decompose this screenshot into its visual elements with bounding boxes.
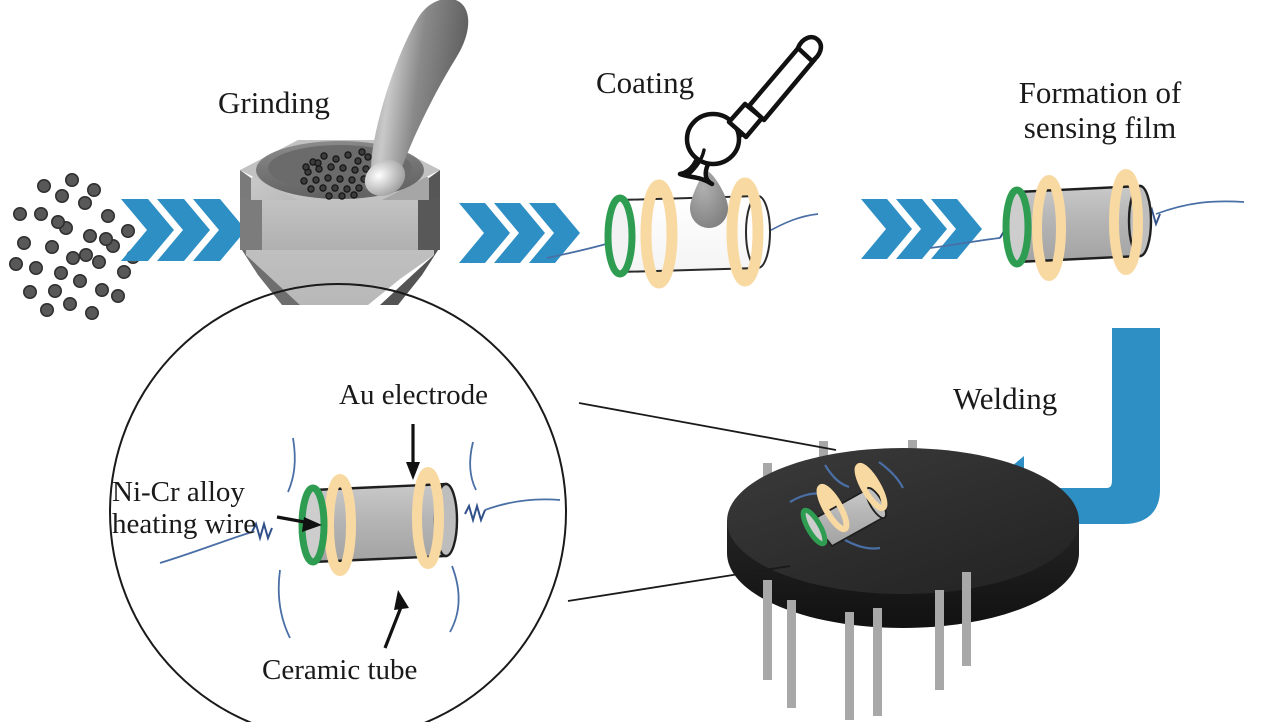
nicr-line-1: Ni-Cr alloy — [112, 476, 245, 508]
sensor-base-assembly — [727, 440, 1079, 720]
step-label-formation: Formation of sensing film — [1000, 75, 1200, 145]
formation-line-2: sensing film — [1023, 109, 1177, 145]
callout-label-au-electrode: Au electrode — [339, 379, 488, 411]
mortar-and-pestle — [240, 0, 469, 305]
step-label-coating: Coating — [596, 65, 695, 100]
chevron-group-2 — [459, 203, 580, 263]
callout-label-ni-cr-wire: Ni-Cr alloy heating wire — [112, 476, 292, 541]
coating-droplet — [690, 170, 728, 228]
chevron-group-3 — [861, 199, 982, 259]
step-label-grinding: Grinding — [218, 85, 330, 120]
coating-assembly — [546, 35, 824, 289]
formation-line-1: Formation of — [1018, 75, 1182, 110]
step-label-welding: Welding — [953, 381, 1058, 416]
callout-arrows — [276, 424, 420, 649]
sensing-film-tube — [929, 168, 1245, 282]
powder-cloud — [9, 173, 141, 320]
nicr-line-2: heating wire — [112, 508, 257, 541]
chevron-group-1 — [121, 199, 246, 261]
base-pins-lower — [763, 572, 971, 720]
magnifier-callout — [109, 283, 837, 722]
sensor-base-disc — [727, 448, 1079, 594]
mounted-sensor-tube — [789, 461, 904, 550]
callout-label-ceramic-tube: Ceramic tube — [262, 654, 418, 686]
magnified-sensor-tube — [159, 437, 561, 639]
